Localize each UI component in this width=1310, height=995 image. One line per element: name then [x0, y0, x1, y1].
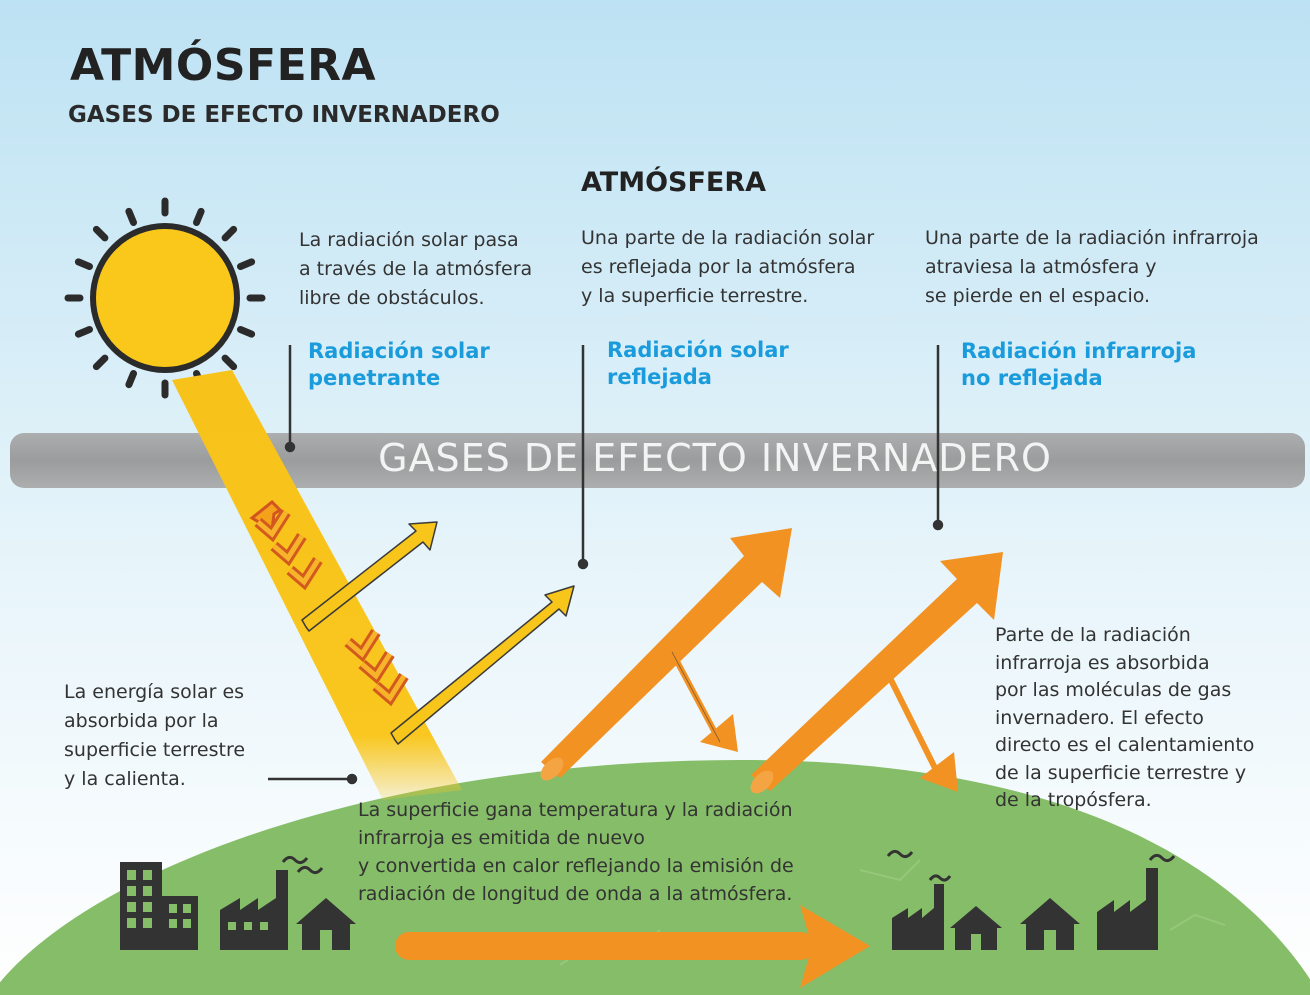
house-icon-right-2 [1020, 898, 1080, 950]
infrared-lost-description: Una parte de la radiación infrarroja atr… [925, 227, 1259, 307]
smoke-icon-left [281, 855, 324, 875]
factory-icon-right-1 [892, 874, 952, 950]
page-subtitle: GASES DE EFECTO INVERNADERO [68, 102, 500, 128]
chevron-group-lower-fill [346, 630, 407, 702]
atmosphere-heading: ATMÓSFERA [581, 167, 767, 198]
penetrating-radiation-label: Radiación solar penetrante [308, 339, 490, 390]
chevron-group-upper-fill [256, 510, 321, 586]
reflected-radiation-description: Una parte de la radiación solar es refle… [581, 227, 875, 307]
reflected-arrow-lower [390, 585, 575, 745]
infrared-not-reflected-label: Radiación infrarroja no reflejada [961, 339, 1197, 390]
infrared-arrow-right [750, 552, 1003, 794]
reflected-radiation-label: Radiación solar reflejada [607, 338, 789, 389]
infrared-absorbed-text: Parte de la radiación infrarroja es abso… [995, 624, 1255, 811]
factory-icon-left [220, 870, 288, 950]
factory-icon-right-2 [1097, 853, 1176, 950]
page-title: ATMÓSFERA [70, 40, 377, 91]
infrared-arrow-left [540, 528, 792, 781]
reflected-arrow-upper [301, 521, 438, 632]
greenhouse-gas-band [10, 433, 1305, 488]
surface-emission-text: La superficie gana temperatura y la radi… [358, 799, 794, 905]
house-icon-left [296, 898, 356, 950]
absorbed-arrow-left [669, 650, 738, 752]
absorbed-arrow-right [882, 666, 958, 792]
surface-heat-arrow [395, 905, 870, 988]
office-building-icon [120, 862, 198, 950]
smoke-icon-right-top [886, 849, 914, 859]
greenhouse-band-label: GASES DE EFECTO INVERNADERO [378, 436, 1052, 480]
house-icon-right-1 [950, 906, 1002, 950]
penetrating-radiation-description: La radiación solar pasa a través de la a… [299, 229, 533, 309]
sun-icon [64, 197, 266, 399]
connector-lines [268, 345, 944, 785]
absorbed-energy-text: La energía solar es absorbida por la sup… [64, 681, 246, 790]
